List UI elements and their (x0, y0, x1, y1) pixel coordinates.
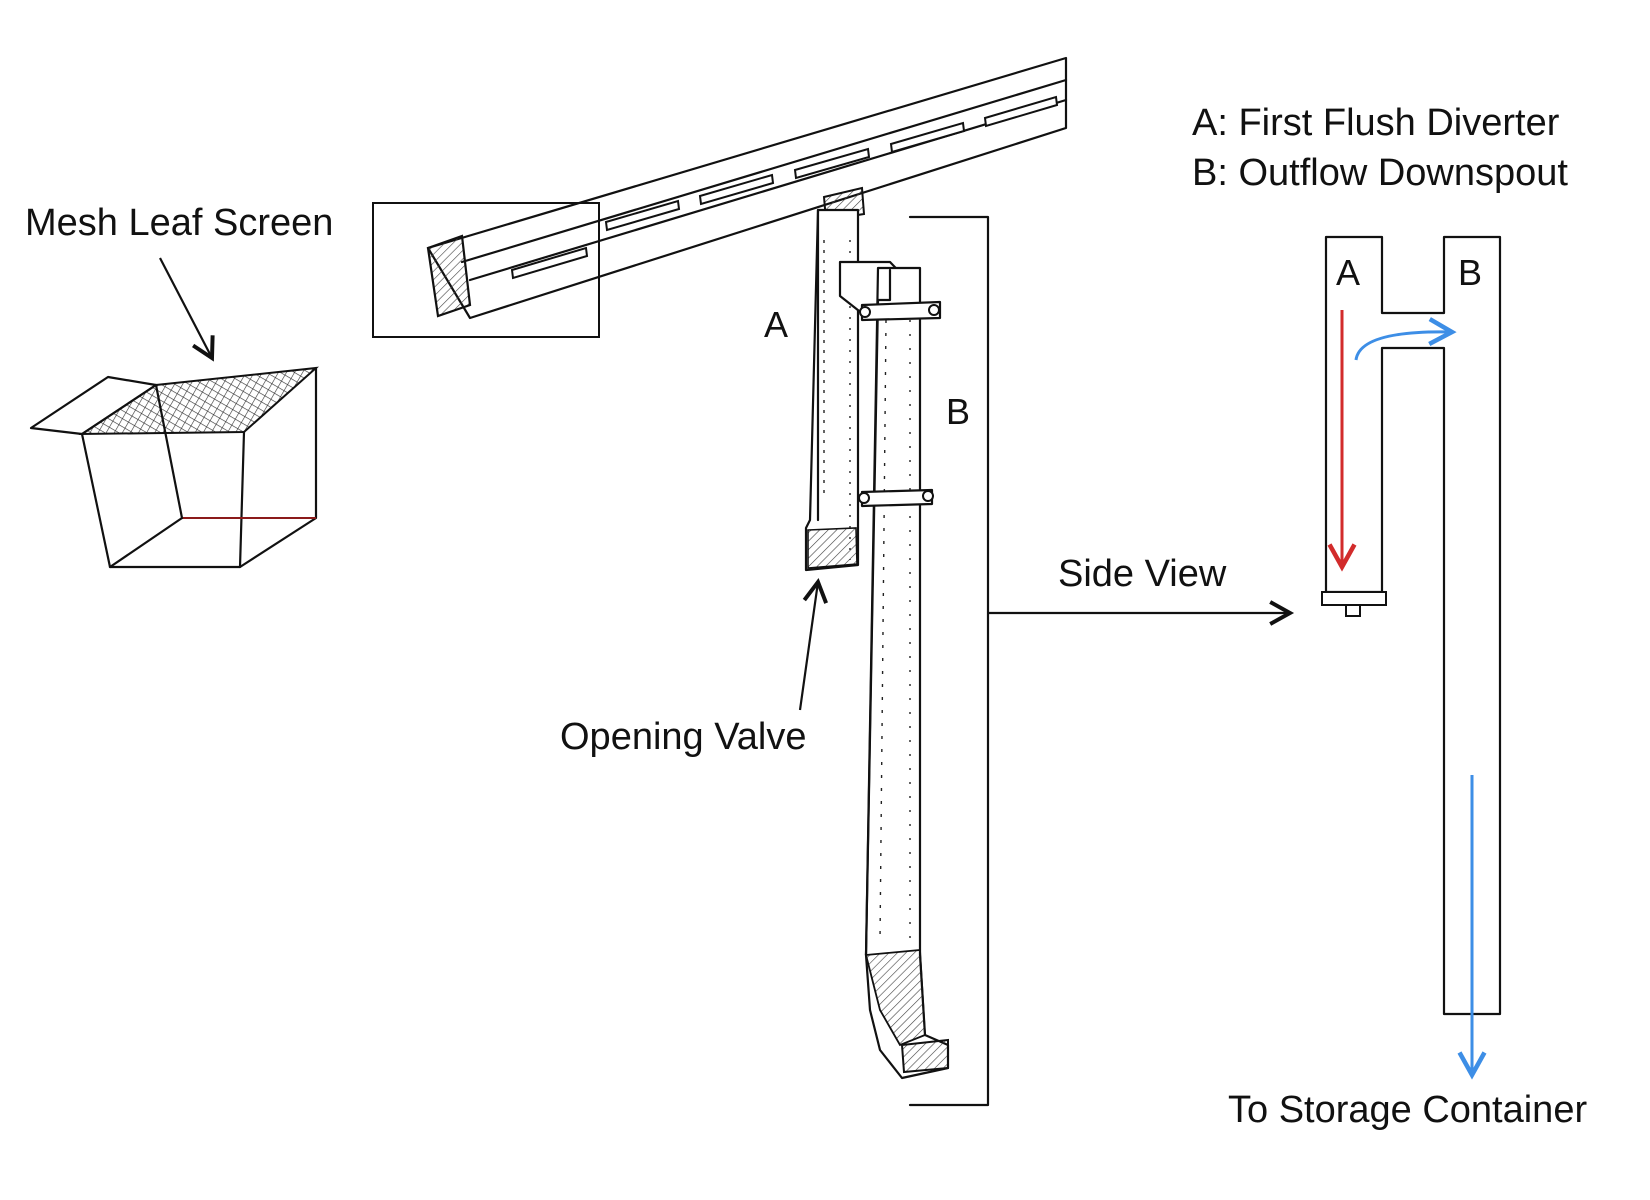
legend-b: B: Outflow Downspout (1192, 152, 1568, 194)
side-view-b-label: B (1458, 252, 1482, 293)
mesh-leaf-screen-arrow (159, 257, 215, 362)
pipe-brackets (858, 300, 942, 508)
mesh-leaf-screen-label: Mesh Leaf Screen (25, 202, 333, 244)
valve-cap (1321, 591, 1387, 606)
legend-a: A: First Flush Diverter (1192, 102, 1560, 144)
gutter (426, 56, 1068, 320)
valve-plug (1345, 604, 1361, 617)
gutter-slots (510, 95, 1059, 280)
outflow-downspout-pipe (864, 266, 950, 1080)
mesh-leaf-screen-detail (29, 366, 319, 569)
side-view-a-label: A (1336, 252, 1360, 293)
outflow-redirect-arrow (1354, 317, 1457, 361)
side-view-bracket (908, 215, 990, 1107)
opening-valve-arrow (798, 577, 828, 711)
pipe-b-label: B (946, 391, 970, 432)
side-view-label: Side View (1058, 553, 1227, 595)
gutter-detail-box (372, 202, 600, 338)
to-storage-label: To Storage Container (1228, 1089, 1587, 1131)
pipe-a-label: A (764, 304, 788, 345)
opening-valve-label: Opening Valve (560, 716, 806, 758)
gutter-end-cap (426, 234, 472, 318)
side-view-schematic (1321, 235, 1502, 1016)
